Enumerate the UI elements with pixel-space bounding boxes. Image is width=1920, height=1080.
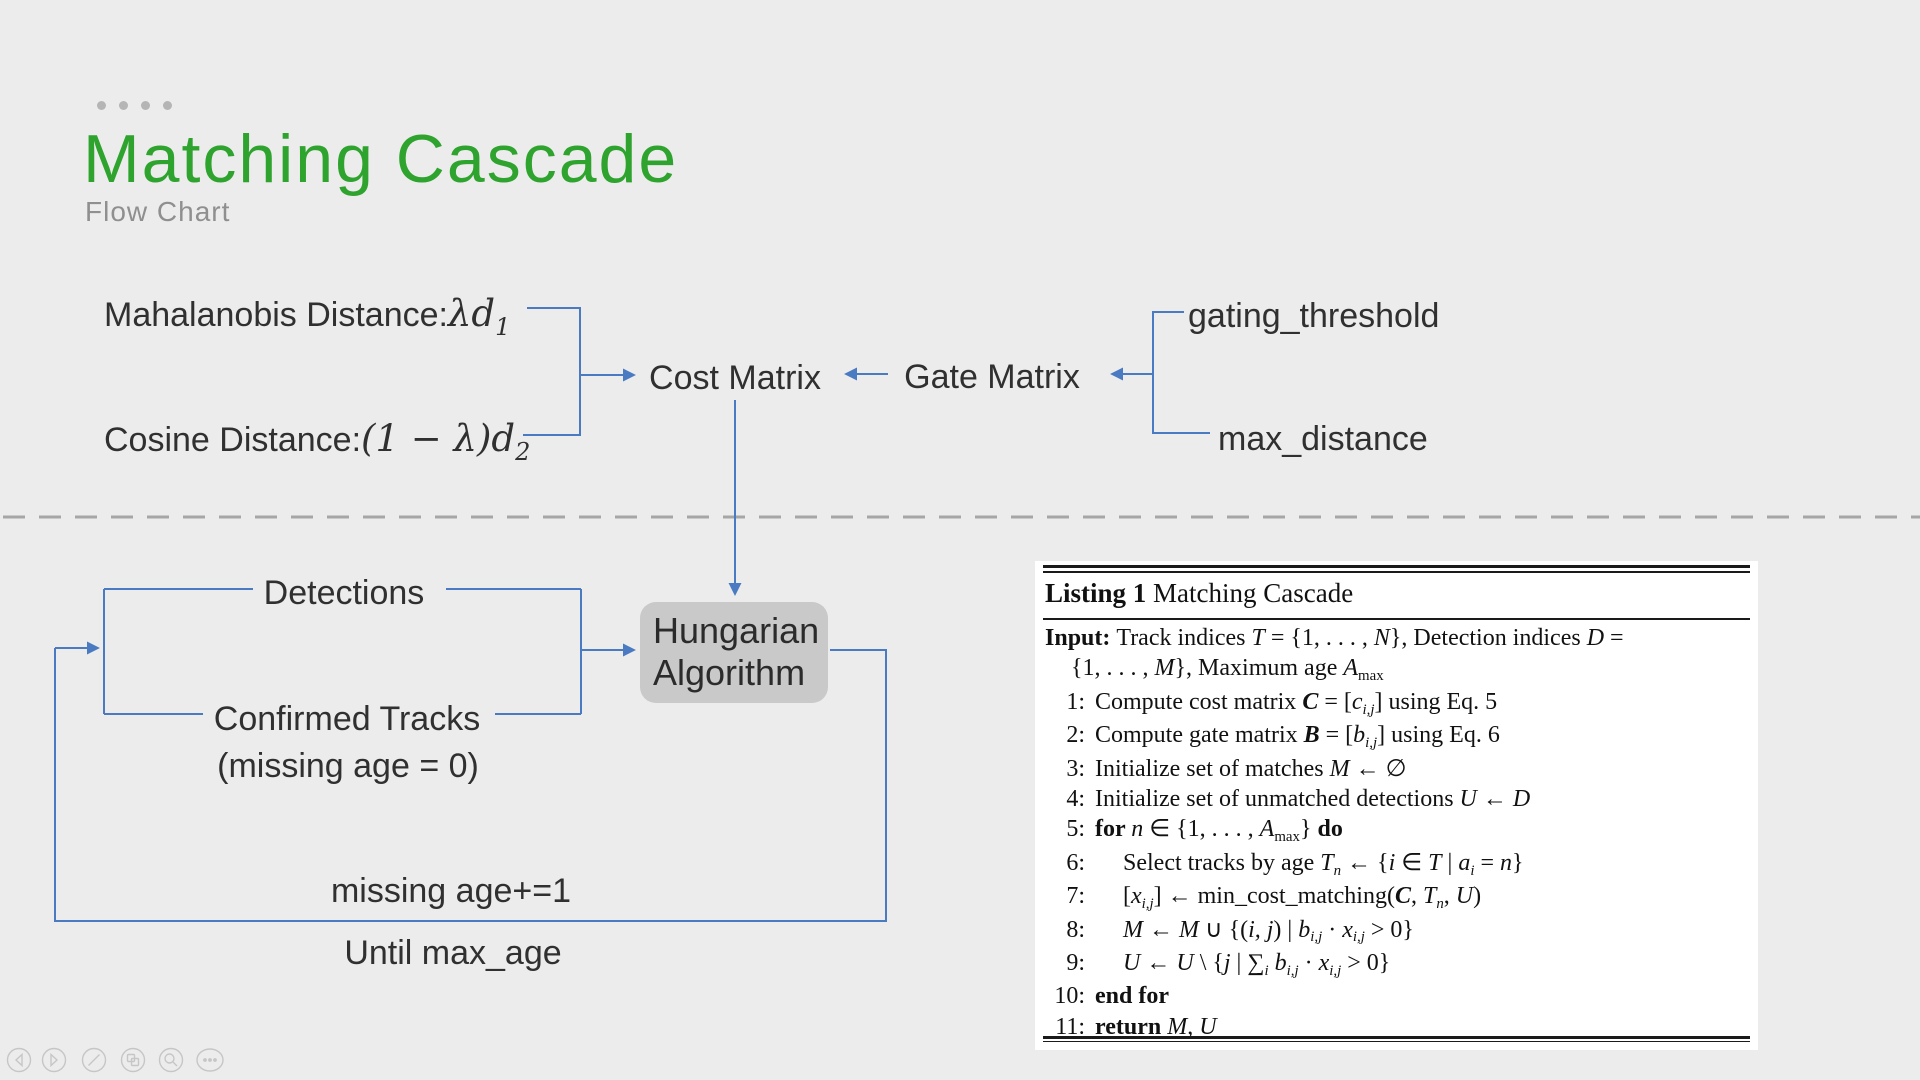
detections-label: Detections: [263, 574, 425, 612]
listing-line: {1, . . . , M}, Maximum age Amax: [1071, 655, 1384, 685]
max-distance-label: max_distance: [1218, 420, 1428, 458]
listing-title: Listing 1 Matching Cascade: [1045, 578, 1354, 608]
missing-age-zero-label: (missing age = 0): [217, 747, 479, 785]
prev-slide-icon[interactable]: [6, 1047, 32, 1073]
listing-line: 11:return M, U: [1055, 1013, 1217, 1040]
hungarian-box-line2: Algorithm: [653, 652, 806, 693]
listing-line: 1:Compute cost matrix C = [ci,j] using E…: [1066, 688, 1498, 718]
next-slide-icon[interactable]: [41, 1047, 67, 1073]
distance-bracket: [523, 307, 581, 436]
listing-top-rule: [1043, 565, 1750, 573]
slide-panel-icon[interactable]: [120, 1047, 146, 1073]
listing-bottom-rule: [1043, 1036, 1750, 1042]
listing-line: Input: Track indices T = {1, . . . , N},…: [1045, 625, 1624, 651]
hungarian-algorithm-box: Hungarian Algorithm: [640, 602, 828, 703]
presenter-toolbar: [6, 1047, 224, 1073]
zoom-icon[interactable]: [158, 1047, 184, 1073]
mahalanobis-distance-label: Mahalanobis Distance:λd1: [104, 292, 511, 341]
listing-line: 6:Select tracks by age Tn ← {i ∈ T | ai …: [1066, 849, 1524, 879]
listing-line: 3:Initialize set of matches M ← ∅: [1066, 755, 1407, 782]
until-max-age-label: Until max_age: [344, 934, 562, 972]
missing-age-increment-label: missing age+=1: [330, 872, 572, 910]
listing-line: 2:Compute gate matrix B = [bi,j] using E…: [1066, 722, 1500, 751]
cosine-distance-label: Cosine Distance:(1 − λ)d2: [104, 417, 531, 466]
listing-line: 4:Initialize set of unmatched detections…: [1066, 786, 1531, 813]
hungarian-box-line1: Hungarian: [653, 610, 820, 651]
listing-line: 8:M ← M ∪ {(i, j) | bi,j · xi,j > 0}: [1066, 916, 1414, 946]
algorithm-listing-panel: Listing 1 Matching Cascade Input: Track …: [1035, 561, 1758, 1050]
pen-icon[interactable]: [81, 1047, 107, 1073]
listing-line: 5:for n ∈ {1, . . . , Amax} do: [1066, 816, 1343, 846]
listing-lines: Input: Track indices T = {1, . . . , N},…: [1043, 620, 1750, 1042]
more-icon[interactable]: [196, 1048, 224, 1072]
page-title: Matching Cascade: [83, 121, 679, 197]
listing-mid-rule: [1043, 618, 1750, 620]
confirmed-tracks-label: Confirmed Tracks: [213, 700, 481, 738]
listing-line: 9:U ← U \ {j | ∑i bi,j · xi,j > 0}: [1066, 950, 1391, 979]
listing-line: 10:end for: [1054, 983, 1169, 1010]
title-accent-dots: [97, 101, 172, 110]
page-subtitle: Flow Chart: [85, 196, 231, 227]
listing-line: 7:[xi,j] ← min_cost_matching(C, Tn, U): [1066, 883, 1482, 912]
gate-matrix-label: Gate Matrix: [904, 358, 1080, 396]
gating-threshold-label: gating_threshold: [1188, 297, 1440, 335]
cost-matrix-label: Cost Matrix: [649, 359, 821, 397]
